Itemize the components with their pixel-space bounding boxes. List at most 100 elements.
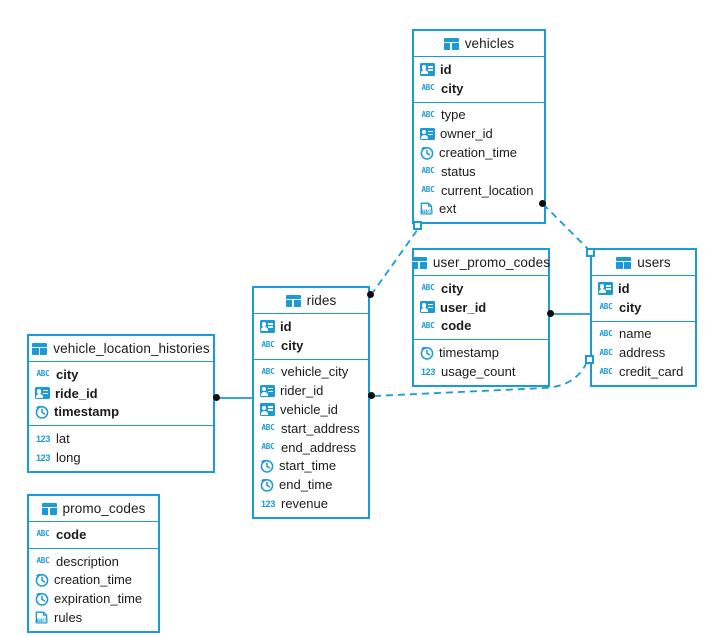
relationship-target-square-rides-to-vehicles[interactable] [413, 221, 422, 230]
relationship-source-dot-rides-to-vehicles[interactable] [367, 291, 374, 298]
field-user_promo_codes-code[interactable]: ABC code [414, 317, 548, 336]
id-icon [260, 320, 275, 333]
abc-icon: ABC [261, 366, 275, 376]
123-icon: 123 [35, 452, 51, 463]
relationship-rides-to-vehicles[interactable] [370, 228, 419, 296]
relationship-source-dot-user_promo_codes-to-users[interactable] [547, 310, 554, 317]
field-rides-id[interactable]: id [254, 317, 368, 336]
field-vehicles-status[interactable]: ABC status [414, 162, 544, 181]
table-icon [32, 342, 48, 355]
id-icon [260, 403, 275, 416]
field-promo_codes-creation_time[interactable]: creation_time [29, 571, 158, 590]
table-header-users[interactable]: users [592, 250, 695, 276]
table-icon [41, 502, 57, 515]
clock-icon [420, 346, 434, 360]
abc-icon: ABC [421, 320, 435, 330]
table-icon [411, 256, 427, 269]
table-header-vehicle_location_histories[interactable]: vehicle_location_histories [29, 336, 213, 362]
id-icon [420, 63, 435, 76]
field-name: code [441, 318, 472, 334]
table-icon [443, 37, 459, 50]
table-icon [285, 294, 301, 307]
relationship-vehicles-to-users[interactable] [542, 203, 592, 253]
abc-icon: ABC [36, 369, 50, 379]
table-header-promo_codes[interactable]: promo_codes [29, 496, 158, 522]
field-rides-vehicle_id[interactable]: vehicle_id [254, 400, 368, 419]
table-header-vehicles[interactable]: vehicles [414, 31, 544, 57]
relationship-source-dot-vehicles-to-users[interactable] [539, 200, 546, 207]
field-promo_codes-rules[interactable]: JSON rules [29, 608, 158, 627]
field-user_promo_codes-user_id[interactable]: user_id [414, 298, 548, 317]
field-name: rules [54, 610, 83, 626]
table-title: vehicles [464, 36, 515, 51]
field-rides-rider_id[interactable]: rider_id [254, 381, 368, 400]
abc-icon: ABC [421, 109, 435, 119]
field-name: end_time [279, 477, 333, 493]
field-user_promo_codes-timestamp[interactable]: timestamp [414, 343, 548, 362]
field-name: owner_id [440, 126, 493, 142]
clock-icon [35, 592, 49, 606]
field-name: city [281, 337, 304, 353]
id-icon [598, 282, 613, 295]
relationship-target-square-vehicles-to-users[interactable] [586, 248, 595, 257]
field-vehicle_location_histories-long[interactable]: 123 long [29, 448, 213, 467]
field-rides-start_time[interactable]: start_time [254, 457, 368, 476]
table-header-rides[interactable]: rides [254, 288, 368, 314]
field-name: status [441, 163, 476, 179]
svg-text:JSON: JSON [37, 618, 47, 623]
relationship-target-square-rides-to-users[interactable] [585, 355, 594, 364]
field-name: creation_time [439, 145, 518, 161]
table-header-user_promo_codes[interactable]: user_promo_codes [411, 250, 550, 276]
field-name: creation_time [54, 572, 133, 588]
field-vehicle_location_histories-ride_id[interactable]: ride_id [29, 384, 213, 403]
field-users-id[interactable]: id [592, 279, 695, 298]
table-title: promo_codes [62, 501, 146, 516]
field-vehicles-creation_time[interactable]: creation_time [414, 143, 544, 162]
field-vehicles-owner_id[interactable]: owner_id [414, 124, 544, 143]
field-name: city [619, 299, 642, 315]
field-promo_codes-expiration_time[interactable]: expiration_time [29, 589, 158, 608]
relationship-source-dot-rides-to-users[interactable] [368, 392, 375, 399]
field-vehicle_location_histories-timestamp[interactable]: timestamp [29, 403, 213, 422]
field-name: long [56, 450, 81, 466]
relationship-source-dot-vehicle_location_histories-to-rides[interactable] [213, 394, 220, 401]
field-name: name [619, 326, 652, 342]
field-rides-end_time[interactable]: end_time [254, 475, 368, 494]
svg-text:JSON: JSON [422, 210, 432, 215]
field-name: expiration_time [54, 591, 143, 607]
abc-icon: ABC [36, 529, 50, 539]
field-vehicles-id[interactable]: id [414, 60, 544, 79]
clock-icon [35, 405, 49, 419]
field-name: id [618, 280, 630, 296]
abc-icon: ABC [421, 166, 435, 176]
